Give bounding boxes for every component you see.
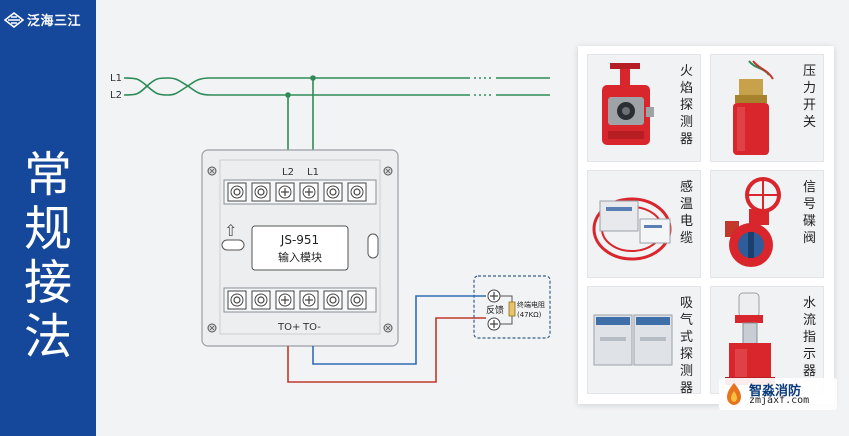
device-label: 吸气式探测器 bbox=[680, 295, 696, 397]
watermark-logo-icon bbox=[727, 383, 741, 405]
wire-blue bbox=[312, 295, 486, 365]
module-model: JS-951 bbox=[280, 233, 319, 247]
side-title-char: 接 bbox=[23, 255, 72, 311]
device-label-text: 吸气式探测器 bbox=[680, 296, 694, 396]
brand-name: 泛海三江 bbox=[27, 14, 82, 29]
module-label-to-minus: TO- bbox=[302, 322, 321, 333]
side-title-char: 规 bbox=[23, 201, 72, 257]
wire-red bbox=[287, 317, 486, 383]
watermark-url: zmjaxf.com bbox=[749, 395, 810, 406]
resistor-value: (47KΩ) bbox=[517, 311, 542, 319]
side-title: 常 规 接 法 bbox=[14, 148, 82, 364]
resistor-label: 终端电阻 bbox=[517, 300, 545, 309]
module-label-to-plus: TO+ bbox=[277, 322, 300, 333]
device-label: 信号碟阀 bbox=[803, 179, 819, 247]
device-label-text: 信号碟阀 bbox=[803, 180, 817, 246]
watermark: 智淼消防 zmjaxf.com bbox=[719, 378, 837, 410]
input-module: L2 L1 JS-951 输入模块 ⇧ bbox=[201, 149, 399, 347]
device-card-aspirating-detector: 吸气式探测器 bbox=[587, 286, 701, 397]
device-label-text: 火焰探测器 bbox=[680, 64, 694, 147]
device-label-text: 压力开关 bbox=[803, 64, 817, 130]
junction-dot bbox=[285, 92, 291, 98]
watermark-name: 智淼消防 bbox=[749, 384, 802, 399]
module-label-l1: L1 bbox=[307, 167, 319, 178]
terminal-strip-bottom bbox=[223, 287, 377, 313]
flame-detector-icon bbox=[602, 63, 654, 145]
bus-line-l2 bbox=[123, 77, 470, 96]
bus-line-l1 bbox=[123, 77, 470, 96]
terminal-strip-top bbox=[223, 179, 377, 205]
aspirating-detector-icon bbox=[593, 314, 673, 366]
indicator-slot bbox=[221, 239, 245, 251]
device-label: 水流指示器 bbox=[803, 295, 819, 380]
side-slot bbox=[367, 233, 379, 259]
device-card-pressure-switch: 压力开关 bbox=[710, 54, 824, 162]
heat-cable-icon bbox=[592, 197, 672, 261]
device-card-flame-detector: 火焰探测器 bbox=[587, 54, 701, 162]
side-title-char: 法 bbox=[23, 309, 72, 365]
bus-label-l2: L2 bbox=[110, 90, 122, 101]
device-label: 感温电缆 bbox=[680, 179, 696, 247]
module-label-plate bbox=[251, 225, 349, 271]
pressure-switch-icon bbox=[733, 60, 774, 155]
bus-label-l1: L1 bbox=[110, 73, 122, 84]
feedback-label: 反馈 bbox=[486, 304, 504, 316]
brand-logo: 泛海三江 bbox=[4, 10, 81, 29]
device-card-butterfly-valve: 信号碟阀 bbox=[710, 170, 824, 278]
module-label-l2: L2 bbox=[282, 167, 294, 178]
side-title-char: 常 bbox=[23, 147, 72, 203]
resistor-icon bbox=[508, 301, 516, 317]
mount-screw bbox=[207, 166, 393, 333]
module-subtitle: 输入模块 bbox=[278, 250, 322, 264]
device-label-text: 感温电缆 bbox=[680, 180, 694, 246]
device-label-text: 水流指示器 bbox=[803, 296, 817, 379]
bus-lines bbox=[123, 77, 550, 160]
butterfly-valve-icon bbox=[725, 177, 781, 267]
left-title-band: 泛海三江 常 规 接 法 bbox=[0, 0, 96, 436]
device-panel: 火焰探测器 压力开关 感温电缆 bbox=[578, 46, 834, 404]
device-card-heat-cable: 感温电缆 bbox=[587, 170, 701, 278]
brand-mark-icon bbox=[4, 11, 24, 28]
device-label: 火焰探测器 bbox=[680, 63, 696, 148]
arrow-up-icon: ⇧ bbox=[224, 221, 237, 240]
junction-dot bbox=[310, 75, 316, 81]
terminal-resistor-box: 反馈 终端电阻 (47KΩ) bbox=[473, 275, 551, 339]
device-label: 压力开关 bbox=[803, 63, 819, 131]
